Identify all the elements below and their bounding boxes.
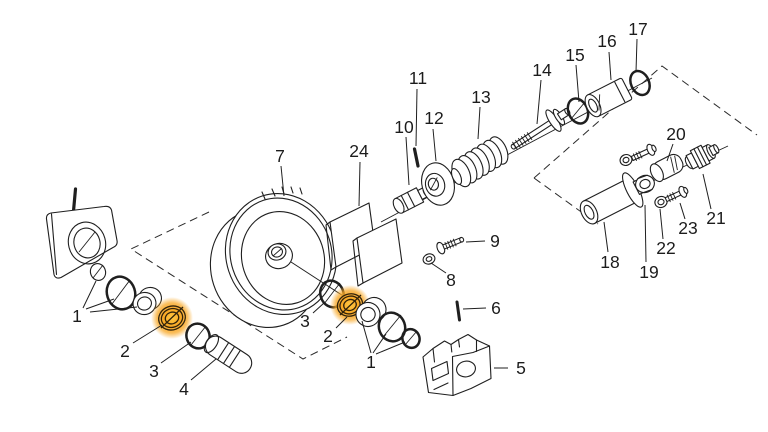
valve-pin: [412, 147, 420, 168]
hex-nut-8: [422, 253, 436, 265]
wheel-hub: [265, 242, 293, 270]
collar-left: [132, 286, 162, 316]
part-label-10: 10: [394, 117, 414, 137]
recoil-rod: [510, 107, 571, 150]
part-label-4: 4: [179, 379, 189, 399]
part-label-3-left: 3: [149, 361, 159, 381]
part-label-8: 8: [446, 270, 456, 290]
dashed-reference-outline-right: [533, 65, 758, 225]
bushing-highlighted-right[interactable]: [334, 290, 366, 319]
part-label-3-right: 3: [300, 311, 310, 331]
hex-nut-22: [654, 195, 668, 209]
seal-ring-small-left: [89, 263, 107, 281]
leader-lines: [82, 38, 712, 381]
part-label-24: 24: [349, 141, 369, 161]
hex-bushing-19: [635, 174, 655, 194]
idler-shaft: [203, 333, 253, 374]
part-label-2-left: 2: [120, 341, 130, 361]
o-ring-left-3: [185, 322, 211, 350]
recoil-spring: [450, 136, 509, 188]
part-label-15: 15: [565, 45, 584, 65]
bolt-9: [436, 236, 465, 255]
part-label-9: 9: [490, 231, 500, 251]
part-label-18: 18: [600, 252, 619, 272]
recoil-cylinder: [584, 77, 633, 118]
part-label-12: 12: [424, 108, 443, 128]
part-label-1-right: 1: [366, 352, 376, 372]
grease-fitting-21: [684, 144, 720, 170]
part-label-16: 16: [597, 31, 616, 51]
part-label-14: 14: [532, 60, 552, 80]
part-label-5: 5: [516, 358, 526, 378]
part-label-20: 20: [666, 124, 686, 144]
bolt-upper: [630, 143, 657, 162]
bushing-highlighted-left[interactable]: [155, 302, 188, 333]
part-label-6: 6: [491, 298, 501, 318]
bolt-23: [664, 185, 689, 203]
dowel-pin-left: [71, 187, 78, 213]
dashed-reference-outline-main: [129, 211, 348, 360]
part-label-21: 21: [706, 208, 725, 228]
o-ring-large-left: [105, 275, 137, 311]
o-ring-large-right: [377, 311, 407, 343]
grease-cylinder-20: [649, 153, 684, 183]
part-label-17: 17: [628, 19, 647, 39]
part-label-19: 19: [639, 262, 658, 282]
part-label-1-left: 1: [72, 306, 82, 326]
grease-valve: [392, 186, 431, 214]
guide-bracket: [422, 333, 492, 397]
o-ring-17: [629, 69, 651, 97]
idler-wheel: [209, 186, 352, 329]
left-bearing-block: [45, 205, 118, 279]
collar-right: [355, 296, 387, 328]
part-label-13: 13: [471, 87, 490, 107]
part-label-2-right: 2: [323, 326, 333, 346]
part-label-23: 23: [678, 218, 697, 238]
part-label-7: 7: [275, 146, 285, 166]
seal-ring-small-right: [401, 327, 421, 350]
part-labels: 1 2 3 4 7 24 10 11 12 13 14 15 16 17 3 2…: [72, 19, 726, 399]
bracket-pin: [455, 300, 461, 322]
hex-nut-upper: [619, 153, 633, 167]
shim-plates: [325, 202, 403, 287]
part-label-11: 11: [409, 68, 427, 88]
part-label-22: 22: [656, 238, 675, 258]
